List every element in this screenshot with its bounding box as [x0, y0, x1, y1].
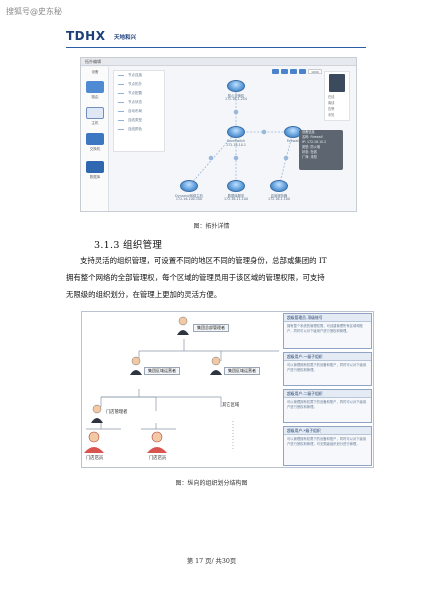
role-card-title: 超级用户-*级子组织 [284, 427, 371, 435]
options-panel: 节点连接 节点拓扑 节点配置 节点状态 自动布局 连线类型 连线颜色 [113, 70, 165, 152]
popup-line: 厂商: 未知 [302, 155, 317, 159]
topology-links [188, 92, 294, 187]
role-card-body: 可以管理拥有权限下的设备和账户，同时可以对下级用户进行授权和管理。 [287, 400, 367, 409]
toolbar-button[interactable] [299, 69, 306, 74]
device-label: CoreSwitch [226, 139, 246, 143]
legend-item: 未知 [328, 113, 335, 117]
role-card: 超级用户-一级子组织 可以管理拥有权限下的设备和账户，同时可以对下级用户进行授权… [283, 352, 372, 386]
legend-panel: 在线 离线 告警 未知 [324, 71, 350, 121]
store-manager-label: 门店管理者 [106, 410, 128, 415]
page-footer: 第 17 页/ 共30页 [186, 558, 237, 565]
section-number: 3.1.3 [94, 240, 120, 251]
region-operator-label: 集团区域运营者 [144, 367, 180, 375]
popup-line: 设备信息 [302, 130, 315, 134]
person-icon [210, 356, 222, 375]
person-icon [177, 316, 189, 335]
org-tree-lines [86, 339, 279, 451]
store-staff-label: 门店店员 [149, 456, 167, 461]
role-card: 超级管理员-顶级账号 拥有整个系统的管理权限，可创建管理所有区域和账户，同时可以… [283, 313, 372, 349]
person-icon [91, 404, 103, 423]
sidebar-title: 设备 [91, 70, 99, 74]
paragraph-line: 拥有整个网络的全部管理权，每个区域的管理员用于该区域的管理权限，可支持 [66, 273, 325, 282]
section-heading: 3.1.3 组织管理 [94, 237, 162, 251]
store-staff-label: 门店店员 [86, 456, 104, 461]
window-title: 拓扑编辑 [81, 58, 356, 66]
device-info-popup: 设备信息 名称: Firewall IP: 172.16.10.2 类型: 防火… [299, 130, 343, 170]
sidebar-item-database: 数据库 [89, 175, 101, 179]
legend-item: 离线 [328, 101, 335, 105]
role-card-body: 拥有整个系统的管理权限，可创建管理所有区域和账户，同时可以对下级用户进行授权和管… [287, 324, 363, 333]
person-icon [130, 356, 142, 375]
panel-item[interactable]: 连线类型 [114, 116, 164, 125]
device-ip: 172.16.100.100 [175, 197, 203, 201]
panel-item[interactable]: 节点连接 [114, 71, 164, 80]
device-ip: 172.16.1.254 [224, 97, 248, 101]
device-node[interactable] [227, 180, 245, 192]
panel-item[interactable]: 节点状态 [114, 98, 164, 107]
device-label: 核心交换机 [227, 94, 245, 98]
device-label: 数据库服务 [227, 194, 245, 198]
device-node[interactable] [227, 126, 245, 138]
popup-line: IP: 172.16.10.2 [302, 140, 327, 144]
legend-device-icon [329, 74, 345, 92]
role-card-title: 超级用户-二级子组织 [284, 390, 371, 398]
sidebar-item-router: 路由 [91, 95, 99, 99]
popup-line: 状态: 在线 [302, 150, 317, 154]
toolbar-button[interactable] [272, 69, 279, 74]
role-card-title: 超级用户-一级子组织 [284, 353, 371, 361]
paragraph-line: 无限级的组织划分，在管理上更加的灵活方便。 [66, 290, 222, 299]
popup-line: 名称: Firewall [302, 135, 323, 139]
toolbar-button[interactable] [290, 69, 297, 74]
role-card: 超级用户-二级子组织 可以管理拥有权限下的设备和账户，同时可以对下级用户进行授权… [283, 389, 372, 423]
panel-item[interactable]: 连线颜色 [114, 125, 164, 134]
company-logo: TDHX [66, 29, 106, 43]
device-ip: 172.16.1.100 [267, 197, 291, 201]
role-card-body: 可以管理拥有权限下的设备和账户，同时可以对下级用户进行授权和管理，可无限级组织划… [287, 437, 367, 446]
device-node[interactable] [270, 180, 288, 192]
other-region-label: 其它区域 [222, 403, 240, 408]
device-ip: 172.16.10.1 [226, 143, 246, 147]
legend-item: 告警 [328, 107, 335, 111]
device-sidebar: 设备 路由 主机 交换机 数据库 [81, 67, 109, 211]
device-node[interactable] [180, 180, 198, 192]
store-staff-icon [84, 431, 104, 453]
router-icon[interactable] [86, 81, 104, 93]
sidebar-item-host: 主机 [91, 121, 99, 125]
topology-toolbar: 1000 [272, 69, 322, 74]
panel-item[interactable]: 节点配置 [114, 89, 164, 98]
device-label: Dynamic网络主机 [175, 194, 203, 198]
region-operator-label: 集团区域运营者 [224, 367, 260, 375]
role-card: 超级用户-*级子组织 可以管理拥有权限下的设备和账户，同时可以对下级用户进行授权… [283, 426, 372, 466]
watermark: 搜狐号@史东秘 [6, 7, 62, 16]
figure1-caption: 图：拓扑详情 [193, 223, 230, 230]
panel-item[interactable]: 自动布局 [114, 107, 164, 116]
paragraph-line: 支持灵活的组织管理，可设置不同的地区不同的管理身份，总部或集团的 IT [80, 256, 327, 265]
legend-item: 在线 [328, 95, 335, 99]
device-ip: 172.16.11.100 [223, 197, 249, 201]
role-card-title: 超级管理员-顶级账号 [284, 314, 371, 322]
zoom-field[interactable]: 1000 [308, 69, 322, 74]
hq-manager-label: 集团总部管理者 [193, 324, 229, 332]
popup-line: 类型: 防火墙 [302, 145, 321, 149]
company-logo-sub: 天地和兴 [114, 35, 137, 41]
device-node[interactable] [227, 80, 245, 92]
header-divider [66, 47, 366, 48]
device-label: 应用服务器 [270, 194, 288, 198]
device-label: Firewall [286, 139, 300, 143]
switch-icon[interactable] [86, 133, 104, 145]
section-title: 组织管理 [123, 240, 163, 251]
store-staff-icon [147, 431, 167, 453]
role-card-body: 可以管理拥有权限下的设备和账户，同时可以对下级用户进行授权和管理。 [287, 363, 367, 372]
panel-item[interactable]: 节点拓扑 [114, 80, 164, 89]
page-header: TDHX 天地和兴 [66, 28, 366, 48]
toolbar-button[interactable] [281, 69, 288, 74]
topology-screenshot: 拓扑编辑 设备 路由 主机 交换机 数据库 节点连接 节点拓扑 节点配置 节点状… [80, 57, 357, 212]
sidebar-item-switch: 交换机 [89, 147, 101, 151]
figure2-caption: 图：纵向的组织划分结构图 [175, 480, 248, 487]
host-icon[interactable] [86, 107, 104, 119]
database-icon[interactable] [86, 161, 104, 173]
